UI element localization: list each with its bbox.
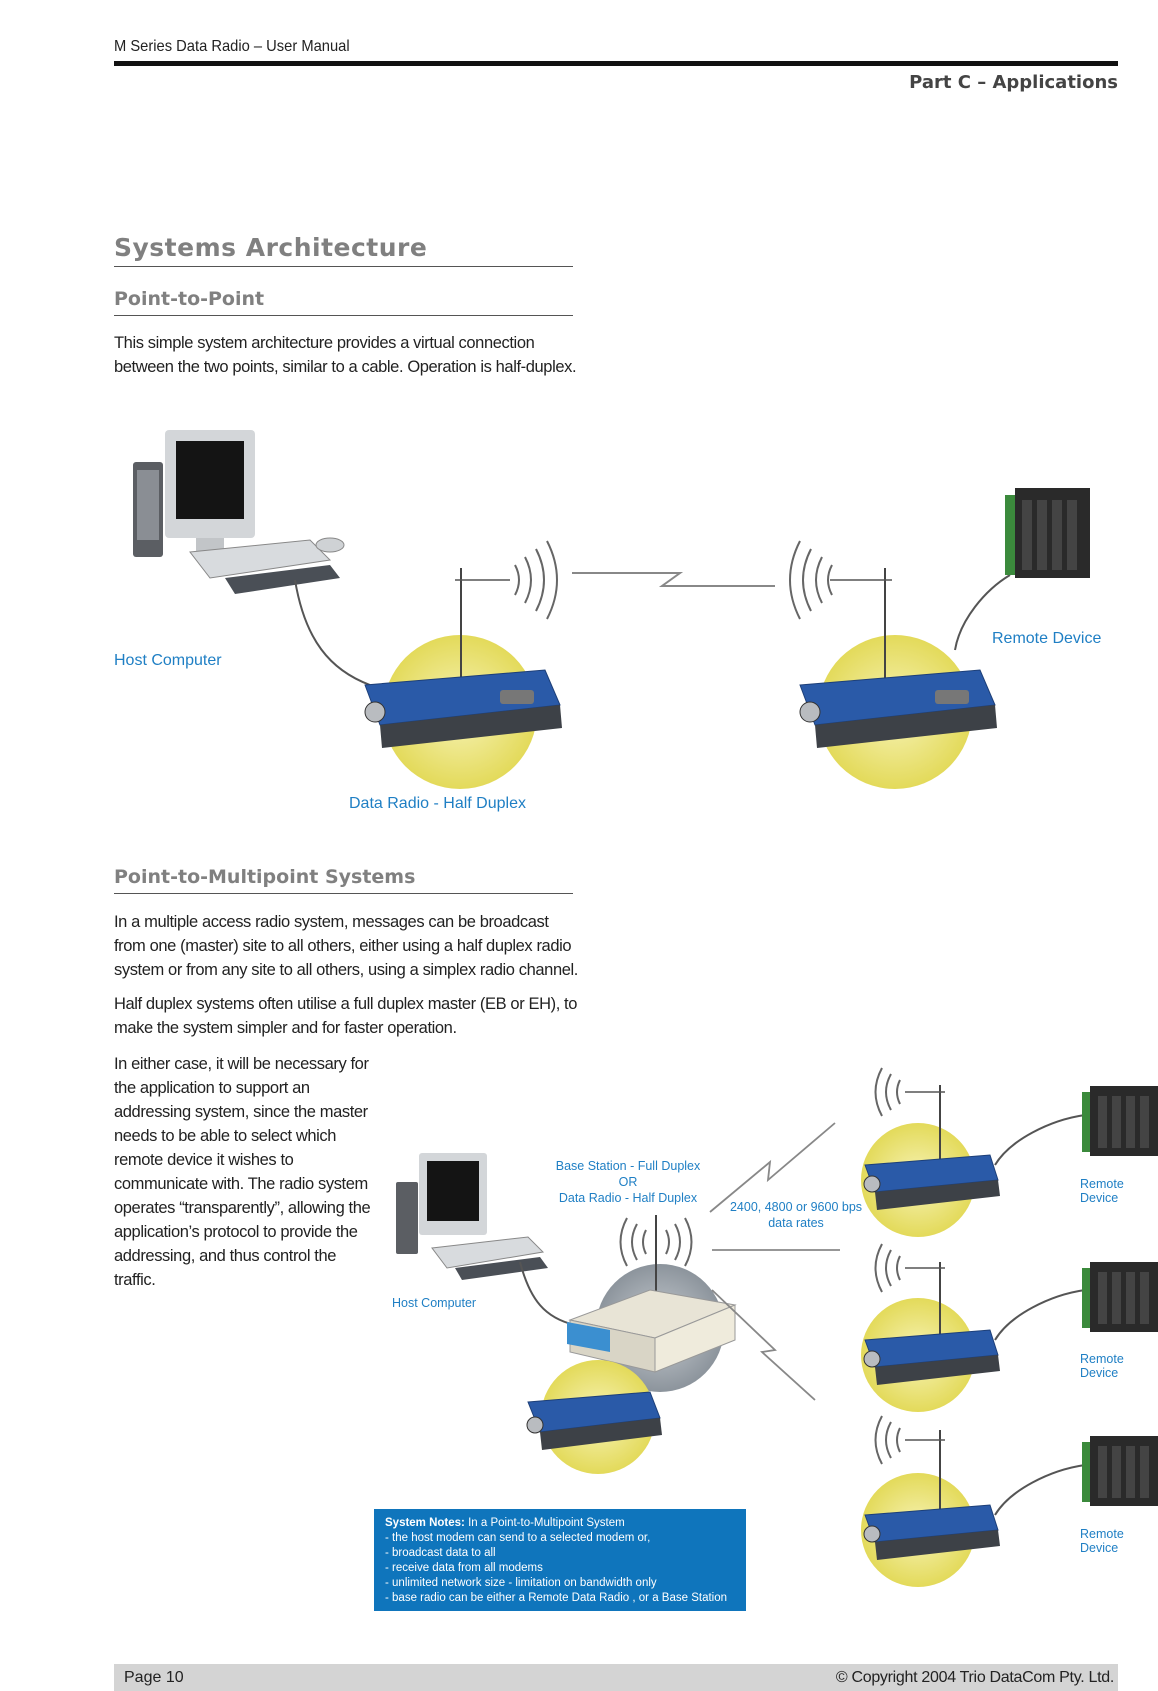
signal-waves-icon [514,540,558,620]
system-note-item: - unlimited network size - limitation on… [385,1577,657,1589]
remote-device-label: Remote Device [1080,1352,1124,1380]
remote-device-label: Remote Device [992,630,1102,647]
heading-rule [114,315,573,316]
systems-architecture-heading: Systems Architecture [114,233,428,262]
data-rates-label-line-2: data rates [768,1216,824,1230]
system-note-item: - broadcast data to all [385,1547,496,1559]
base-station-label-line-1: Base Station - Full Duplex [555,1159,701,1173]
data-radio-label: Data Radio - Half Duplex [349,795,526,812]
system-notes-heading-line: System Notes: In a Point-to-Multipoint S… [385,1516,736,1531]
remote-device-icon [994,1086,1158,1166]
host-computer-label: Host Computer [392,1296,477,1310]
system-note-item: - receive data from all modems [385,1562,543,1574]
base-station-label-line-2: OR [618,1175,638,1189]
page-number: Page 10 [124,1669,184,1686]
point-to-point-description: This simple system architecture provides… [114,334,577,376]
remote-radio-3 [861,1415,1000,1587]
data-radio-icon [526,1391,662,1450]
system-notes-intro: In a Point-to-Multipoint System [464,1517,625,1529]
data-rates-label-line-1: 2400, 4800 or 9600 bps [729,1200,863,1214]
signal-waves-icon [619,1217,693,1267]
base-station-label: Base Station - Full Duplex OR Data Radio… [548,1158,708,1206]
section-title: Part C – Applications [909,72,1118,93]
multipoint-paragraph-2: Half duplex systems often utilise a full… [114,995,578,1037]
system-notes-heading: System Notes: [385,1517,465,1529]
remote-radio-2 [861,1243,1000,1412]
host-computer-label: Host Computer [114,652,222,669]
system-notes-box: System Notes: In a Point-to-Multipoint S… [374,1509,746,1611]
signal-waves-icon [789,540,833,620]
copyright-notice: © Copyright 2004 Trio DataCom Pty. Ltd. [835,1669,1114,1686]
base-station-label-line-3: Data Radio - Half Duplex [558,1191,698,1205]
system-note-item: - base radio can be either a Remote Data… [385,1592,728,1604]
heading-rule [114,893,573,894]
point-to-multipoint-heading: Point-to-Multipoint Systems [114,866,416,888]
signal-waves-icon [874,1415,901,1465]
multipoint-paragraph-1: In a multiple access radio system, messa… [114,913,578,979]
host-computer-icon [133,430,345,594]
multipoint-paragraph-3: In either case, it will be necessary for… [114,1055,371,1289]
signal-waves-icon [874,1243,901,1293]
remote-device-label: Remote Device [1080,1527,1124,1555]
signal-waves-icon [874,1067,901,1117]
remote-device-icon [994,1262,1158,1341]
heading-rule [114,266,573,267]
remote-device-icon [994,1436,1158,1516]
remote-device-icon [1005,488,1090,578]
header-rule [114,61,1118,66]
host-computer-icon [396,1153,548,1280]
system-note-item: - the host modem can send to a selected … [385,1532,651,1544]
remote-radio-1 [861,1067,1000,1237]
page-footer-bar [114,1664,1118,1691]
point-to-point-heading: Point-to-Point [114,288,265,310]
base-station-icon [567,1289,737,1373]
data-radio-icon [364,669,562,748]
document-title: M Series Data Radio – User Manual [114,38,350,55]
data-radio-icon [799,669,997,748]
data-rates-label: 2400, 4800 or 9600 bps data rates [728,1199,864,1231]
remote-device-label: Remote Device [1080,1177,1124,1205]
